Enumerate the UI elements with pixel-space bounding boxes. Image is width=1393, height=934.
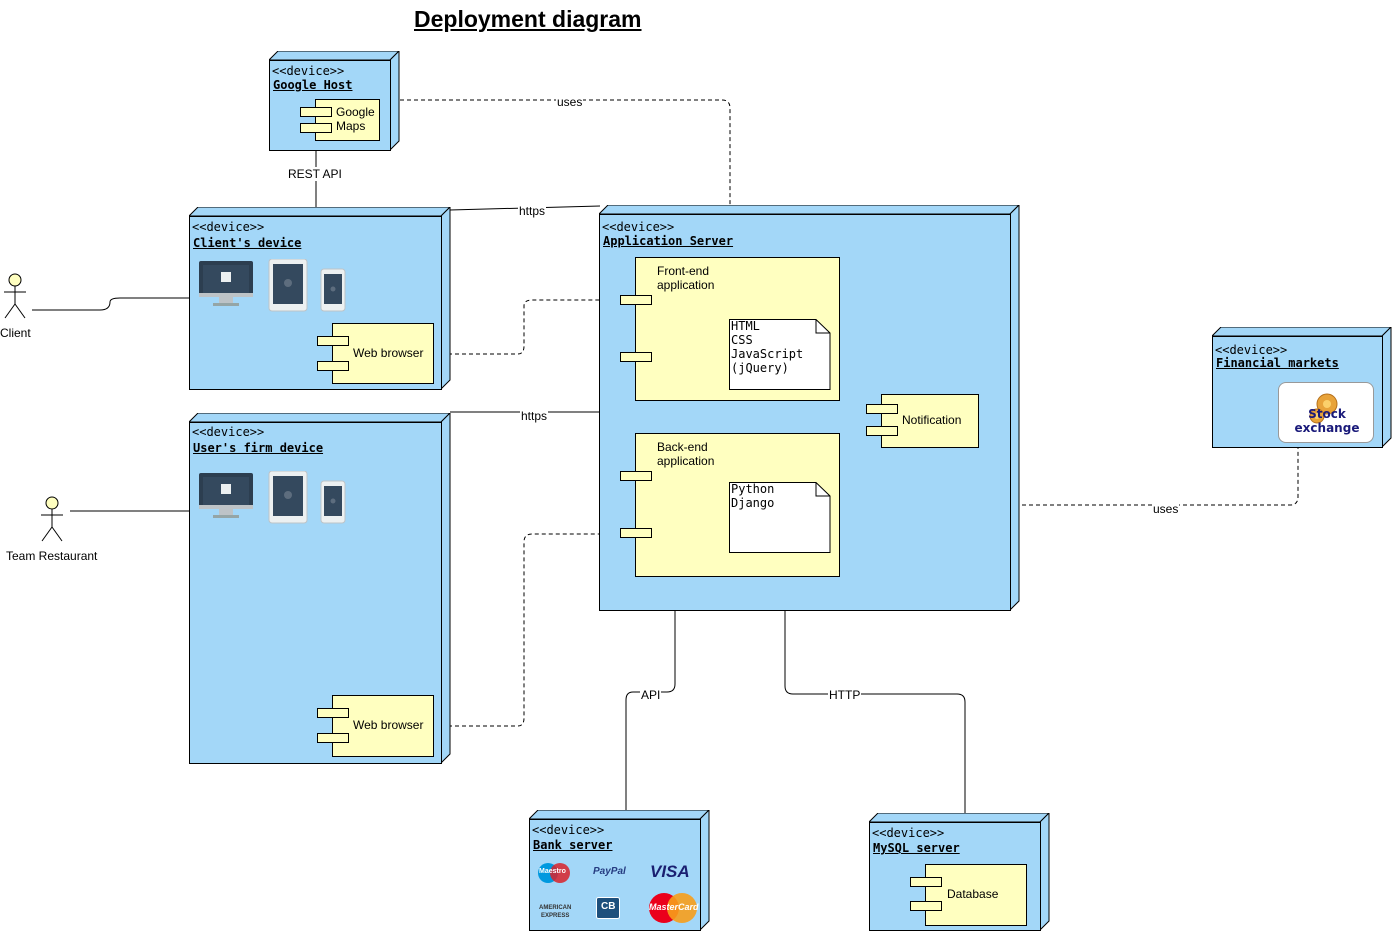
- component-backend[interactable]: Back-end application Python Django: [620, 433, 840, 577]
- component-frontend[interactable]: Front-end application HTML CSS JavaScrip…: [620, 257, 840, 401]
- component-label: Stock exchange: [1294, 407, 1360, 435]
- node-name: User's firm device: [193, 441, 324, 455]
- mastercard-text: MasterCard: [649, 902, 699, 912]
- node-name: Application Server: [603, 234, 734, 248]
- edge-browser-backend: [434, 533, 620, 727]
- node-3d-edge: [189, 413, 451, 764]
- maestro-text: Maestro: [539, 868, 566, 875]
- node-name: MySQL server: [873, 841, 960, 855]
- edge-label-https-client: https: [518, 204, 547, 218]
- tablet-icon: [268, 259, 308, 312]
- edge-label-api: API: [640, 688, 662, 702]
- node-stereotype: <<device>>: [192, 425, 265, 439]
- component-web-browser[interactable]: Web browser: [317, 695, 434, 757]
- edge-client-device: [32, 297, 190, 311]
- edge-label-http: HTTP: [828, 688, 862, 702]
- node-stereotype: <<device>>: [532, 823, 605, 837]
- node-stereotype: <<device>>: [872, 826, 945, 840]
- node-users-firm-device[interactable]: <<device>> User's firm device: [189, 413, 451, 764]
- node-application-server[interactable]: <<device>> Application Server Front-end …: [599, 205, 1020, 611]
- edge-label-rest-api: REST API: [287, 167, 343, 181]
- maestro-logo-icon: [538, 863, 570, 883]
- edge-label-https-firm: https: [520, 409, 549, 423]
- node-stereotype: <<device>>: [1215, 343, 1288, 357]
- devices-group: [199, 471, 346, 524]
- component-label: Front-end application: [657, 264, 715, 292]
- edge-label-uses-markets: uses: [1152, 502, 1180, 516]
- component-label: Web browser: [353, 346, 424, 360]
- actor-client-label: Client: [0, 326, 31, 340]
- edge-uses-google: [400, 99, 731, 205]
- node-name: Financial markets: [1216, 356, 1339, 370]
- edge-browser-frontend: [434, 299, 620, 355]
- amex-logo: AMERICAN EXPRESS: [539, 905, 572, 919]
- component-label: Database: [947, 887, 999, 901]
- mastercard-logo-icon: [649, 893, 697, 923]
- node-mysql-server[interactable]: <<device>> MySQL server Database: [869, 813, 1050, 931]
- note-shape: [729, 482, 831, 553]
- gear-icon: [1309, 393, 1338, 424]
- cb-logo-icon: [596, 897, 620, 919]
- cb-text: CB: [601, 901, 616, 912]
- actor-icon: [4, 273, 26, 319]
- paypal-logo: PayPal: [593, 866, 626, 877]
- devices-group: [199, 259, 346, 312]
- component-stock-exchange[interactable]: Stock exchange: [1278, 382, 1374, 443]
- node-name: Client's device: [193, 236, 302, 250]
- actor-icon: [41, 496, 63, 542]
- node-bank-server[interactable]: <<device>> Bank server Maestro PayPal VI…: [529, 810, 710, 931]
- desktop-icon: [199, 473, 253, 518]
- edge-http: [784, 577, 966, 814]
- actor-team-label: Team Restaurant: [6, 549, 98, 563]
- node-name: Bank server: [533, 838, 613, 852]
- edge-uses-markets: [840, 448, 1299, 506]
- node-3d-edge: [869, 813, 1050, 931]
- node-stereotype: <<device>>: [272, 64, 345, 78]
- desktop-icon: [199, 261, 253, 306]
- visa-logo: VISA: [650, 862, 690, 881]
- node-google-host[interactable]: <<device>> Google Host Google Maps: [269, 51, 400, 151]
- node-stereotype: <<device>>: [192, 220, 265, 234]
- component-google-maps[interactable]: Google Maps: [300, 99, 380, 141]
- component-web-browser[interactable]: Web browser: [317, 323, 434, 384]
- node-financial-markets[interactable]: <<device>> Financial markets Stock excha…: [1212, 327, 1392, 448]
- component-label: Notification: [902, 413, 962, 427]
- component-database[interactable]: Database: [910, 864, 1027, 926]
- component-label: Back-end application: [657, 440, 715, 468]
- phone-icon: [320, 480, 346, 524]
- component-label: Web browser: [353, 718, 424, 732]
- backend-tech-note: Python Django: [731, 482, 775, 510]
- phone-icon: [320, 268, 346, 312]
- component-label: Google Maps: [336, 105, 375, 133]
- tablet-icon: [268, 471, 308, 524]
- node-name: Google Host: [273, 78, 353, 92]
- node-clients-device[interactable]: <<device>> Client's device: [189, 207, 451, 390]
- note-shape: [729, 319, 831, 390]
- component-notification[interactable]: Notification: [866, 394, 979, 448]
- node-stereotype: <<device>>: [602, 220, 675, 234]
- edge-label-uses-google: uses: [556, 95, 584, 109]
- diagram-title: Deployment diagram: [414, 6, 642, 32]
- frontend-tech-note: HTML CSS JavaScript (jQuery): [731, 319, 804, 375]
